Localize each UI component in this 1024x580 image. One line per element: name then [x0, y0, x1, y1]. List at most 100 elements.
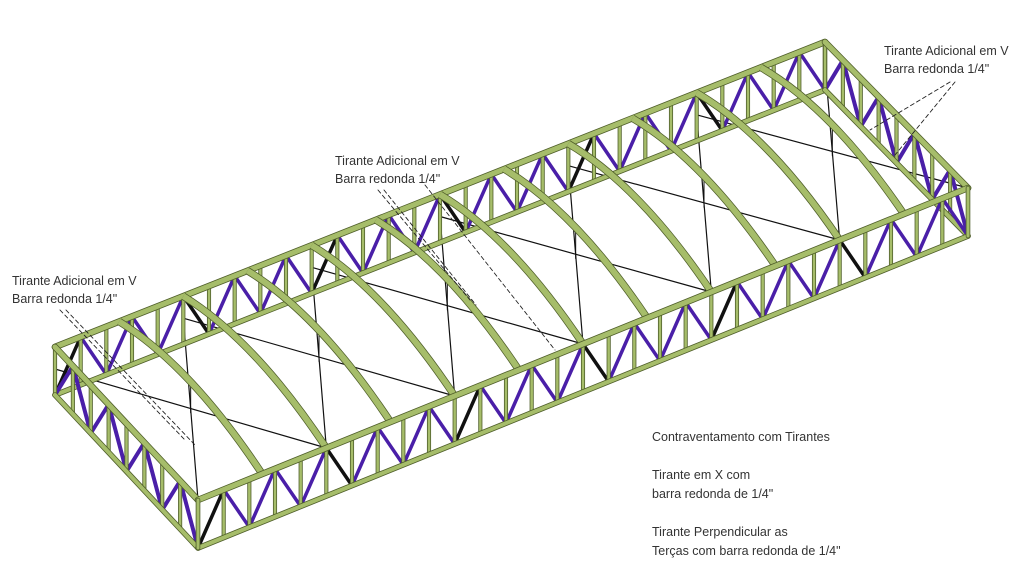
- back-wall-diagonal: [284, 253, 314, 296]
- rafter: [759, 64, 907, 216]
- right-end-wall-diagonal: [823, 58, 845, 92]
- leader-line: [869, 81, 951, 131]
- front-wall-diagonal: [452, 383, 483, 446]
- front-wall-diagonal: [478, 383, 508, 425]
- left-end-wall-diagonal: [106, 402, 129, 474]
- bracing-legend: Contraventamento com Tirantes Tirante em…: [652, 428, 841, 580]
- left-end-wall-top-chord: [52, 344, 201, 503]
- back-wall-diagonal: [797, 50, 827, 92]
- right-end-wall-diagonal: [930, 167, 953, 202]
- rafter: [374, 217, 522, 372]
- front-wall-top-chord: [195, 185, 971, 503]
- right-end-wall-diagonal: [876, 94, 899, 165]
- front-wall-diagonal: [658, 300, 688, 363]
- right-end-wall-diagonal: [912, 131, 935, 202]
- left-end-wall-diagonal: [142, 440, 165, 512]
- left-end-wall-diagonal: [160, 478, 183, 512]
- front-wall-diagonal: [914, 196, 945, 259]
- back-wall-diagonal: [592, 131, 622, 174]
- back-wall-diagonal: [720, 70, 750, 133]
- legend-x-brace-line1: Tirante em X com: [652, 468, 751, 482]
- front-wall-diagonal: [529, 363, 560, 405]
- front-wall-diagonal: [786, 259, 816, 301]
- back-wall-diagonal: [669, 91, 699, 153]
- left-end-wall-diagonal: [124, 440, 147, 474]
- legend-title: Contraventamento com Tirantes: [652, 430, 830, 444]
- front-wall-diagonal: [324, 446, 354, 488]
- back-wall-diagonal: [309, 233, 340, 296]
- leader-line: [59, 309, 186, 441]
- right-end-wall-diagonal: [840, 58, 863, 129]
- back-wall-diagonal: [489, 172, 519, 214]
- front-wall-diagonal: [247, 467, 277, 529]
- right-end-wall-top-chord: [822, 39, 971, 191]
- front-wall-diagonal: [196, 487, 226, 550]
- front-wall-diagonal: [273, 467, 303, 509]
- front-wall-diagonal: [889, 217, 919, 259]
- annotation-right-line1: Tirante Adicional em V: [884, 44, 1009, 58]
- front-wall-diagonal: [298, 446, 329, 509]
- left-end-wall-diagonal: [178, 478, 200, 550]
- front-wall-bottom-chord: [196, 234, 970, 550]
- rafter: [502, 166, 650, 320]
- rafter: [695, 90, 843, 242]
- front-wall-diagonal: [812, 238, 842, 301]
- left-end-wall-diagonal: [88, 402, 111, 436]
- front-wall-diagonal: [375, 425, 406, 467]
- annotation-center-line2: Barra redonda 1/4": [335, 172, 441, 186]
- front-wall-diagonal: [606, 321, 637, 384]
- annotation-left: Tirante Adicional em V Barra redonda 1/4…: [12, 272, 137, 308]
- front-wall-diagonal: [709, 279, 739, 342]
- left-end-wall-bottom-chord: [53, 393, 200, 550]
- annotation-right: Tirante Adicional em V Barra redonda 1/4…: [884, 42, 1009, 78]
- right-end-wall-diagonal: [948, 167, 970, 238]
- left-end-wall-diagonal: [70, 364, 93, 436]
- back-wall-diagonal: [566, 131, 596, 194]
- front-wall-diagonal: [504, 363, 534, 425]
- front-wall-diagonal: [350, 425, 380, 488]
- leader-line: [65, 309, 196, 446]
- back-wall-diagonal: [232, 274, 263, 316]
- back-wall-diagonal: [463, 172, 494, 235]
- front-wall-diagonal: [581, 342, 611, 384]
- left-end-wall-diagonal: [53, 364, 75, 397]
- annotation-right-line2: Barra redonda 1/4": [884, 62, 990, 76]
- back-wall-diagonal: [78, 335, 109, 377]
- front-wall-diagonal: [735, 279, 765, 321]
- rafter: [566, 141, 714, 294]
- back-wall-diagonal: [540, 152, 571, 194]
- back-wall-diagonal: [412, 192, 442, 255]
- annotation-center: Tirante Adicional em V Barra redonda 1/4…: [335, 152, 460, 188]
- legend-x-brace-line2: barra redonda de 1/4": [652, 487, 774, 501]
- back-wall-bottom-chord: [53, 88, 827, 397]
- legend-perp-line1: Tirante Perpendicular as: [652, 525, 788, 539]
- right-end-wall-diagonal: [894, 131, 917, 165]
- annotation-left-line2: Barra redonda 1/4": [12, 292, 118, 306]
- back-wall-diagonal: [207, 274, 237, 336]
- legend-perp-line2: Terças com barra redonda de 1/4": [652, 544, 841, 558]
- front-wall-diagonal: [555, 342, 585, 405]
- front-wall-diagonal: [863, 217, 893, 280]
- rafter: [630, 115, 778, 268]
- front-wall-diagonal: [632, 321, 662, 363]
- front-wall-diagonal: [760, 259, 791, 321]
- rafter: [438, 191, 586, 346]
- leader-line: [424, 184, 556, 351]
- rafter: [117, 319, 265, 476]
- leader-line: [377, 189, 471, 301]
- leader-line: [894, 81, 956, 156]
- back-wall-diagonal: [155, 294, 186, 357]
- front-wall-diagonal: [837, 238, 868, 280]
- annotation-center-line1: Tirante Adicional em V: [335, 154, 460, 168]
- front-wall-diagonal: [940, 196, 970, 238]
- front-wall-diagonal: [221, 487, 252, 529]
- rafter: [181, 293, 329, 450]
- right-end-wall-diagonal: [858, 94, 881, 129]
- front-wall-diagonal: [427, 404, 457, 446]
- back-wall-diagonal: [335, 233, 365, 275]
- front-wall-diagonal: [683, 300, 714, 342]
- leader-line: [383, 189, 477, 306]
- annotation-left-line1: Tirante Adicional em V: [12, 274, 137, 288]
- rafter: [245, 268, 393, 424]
